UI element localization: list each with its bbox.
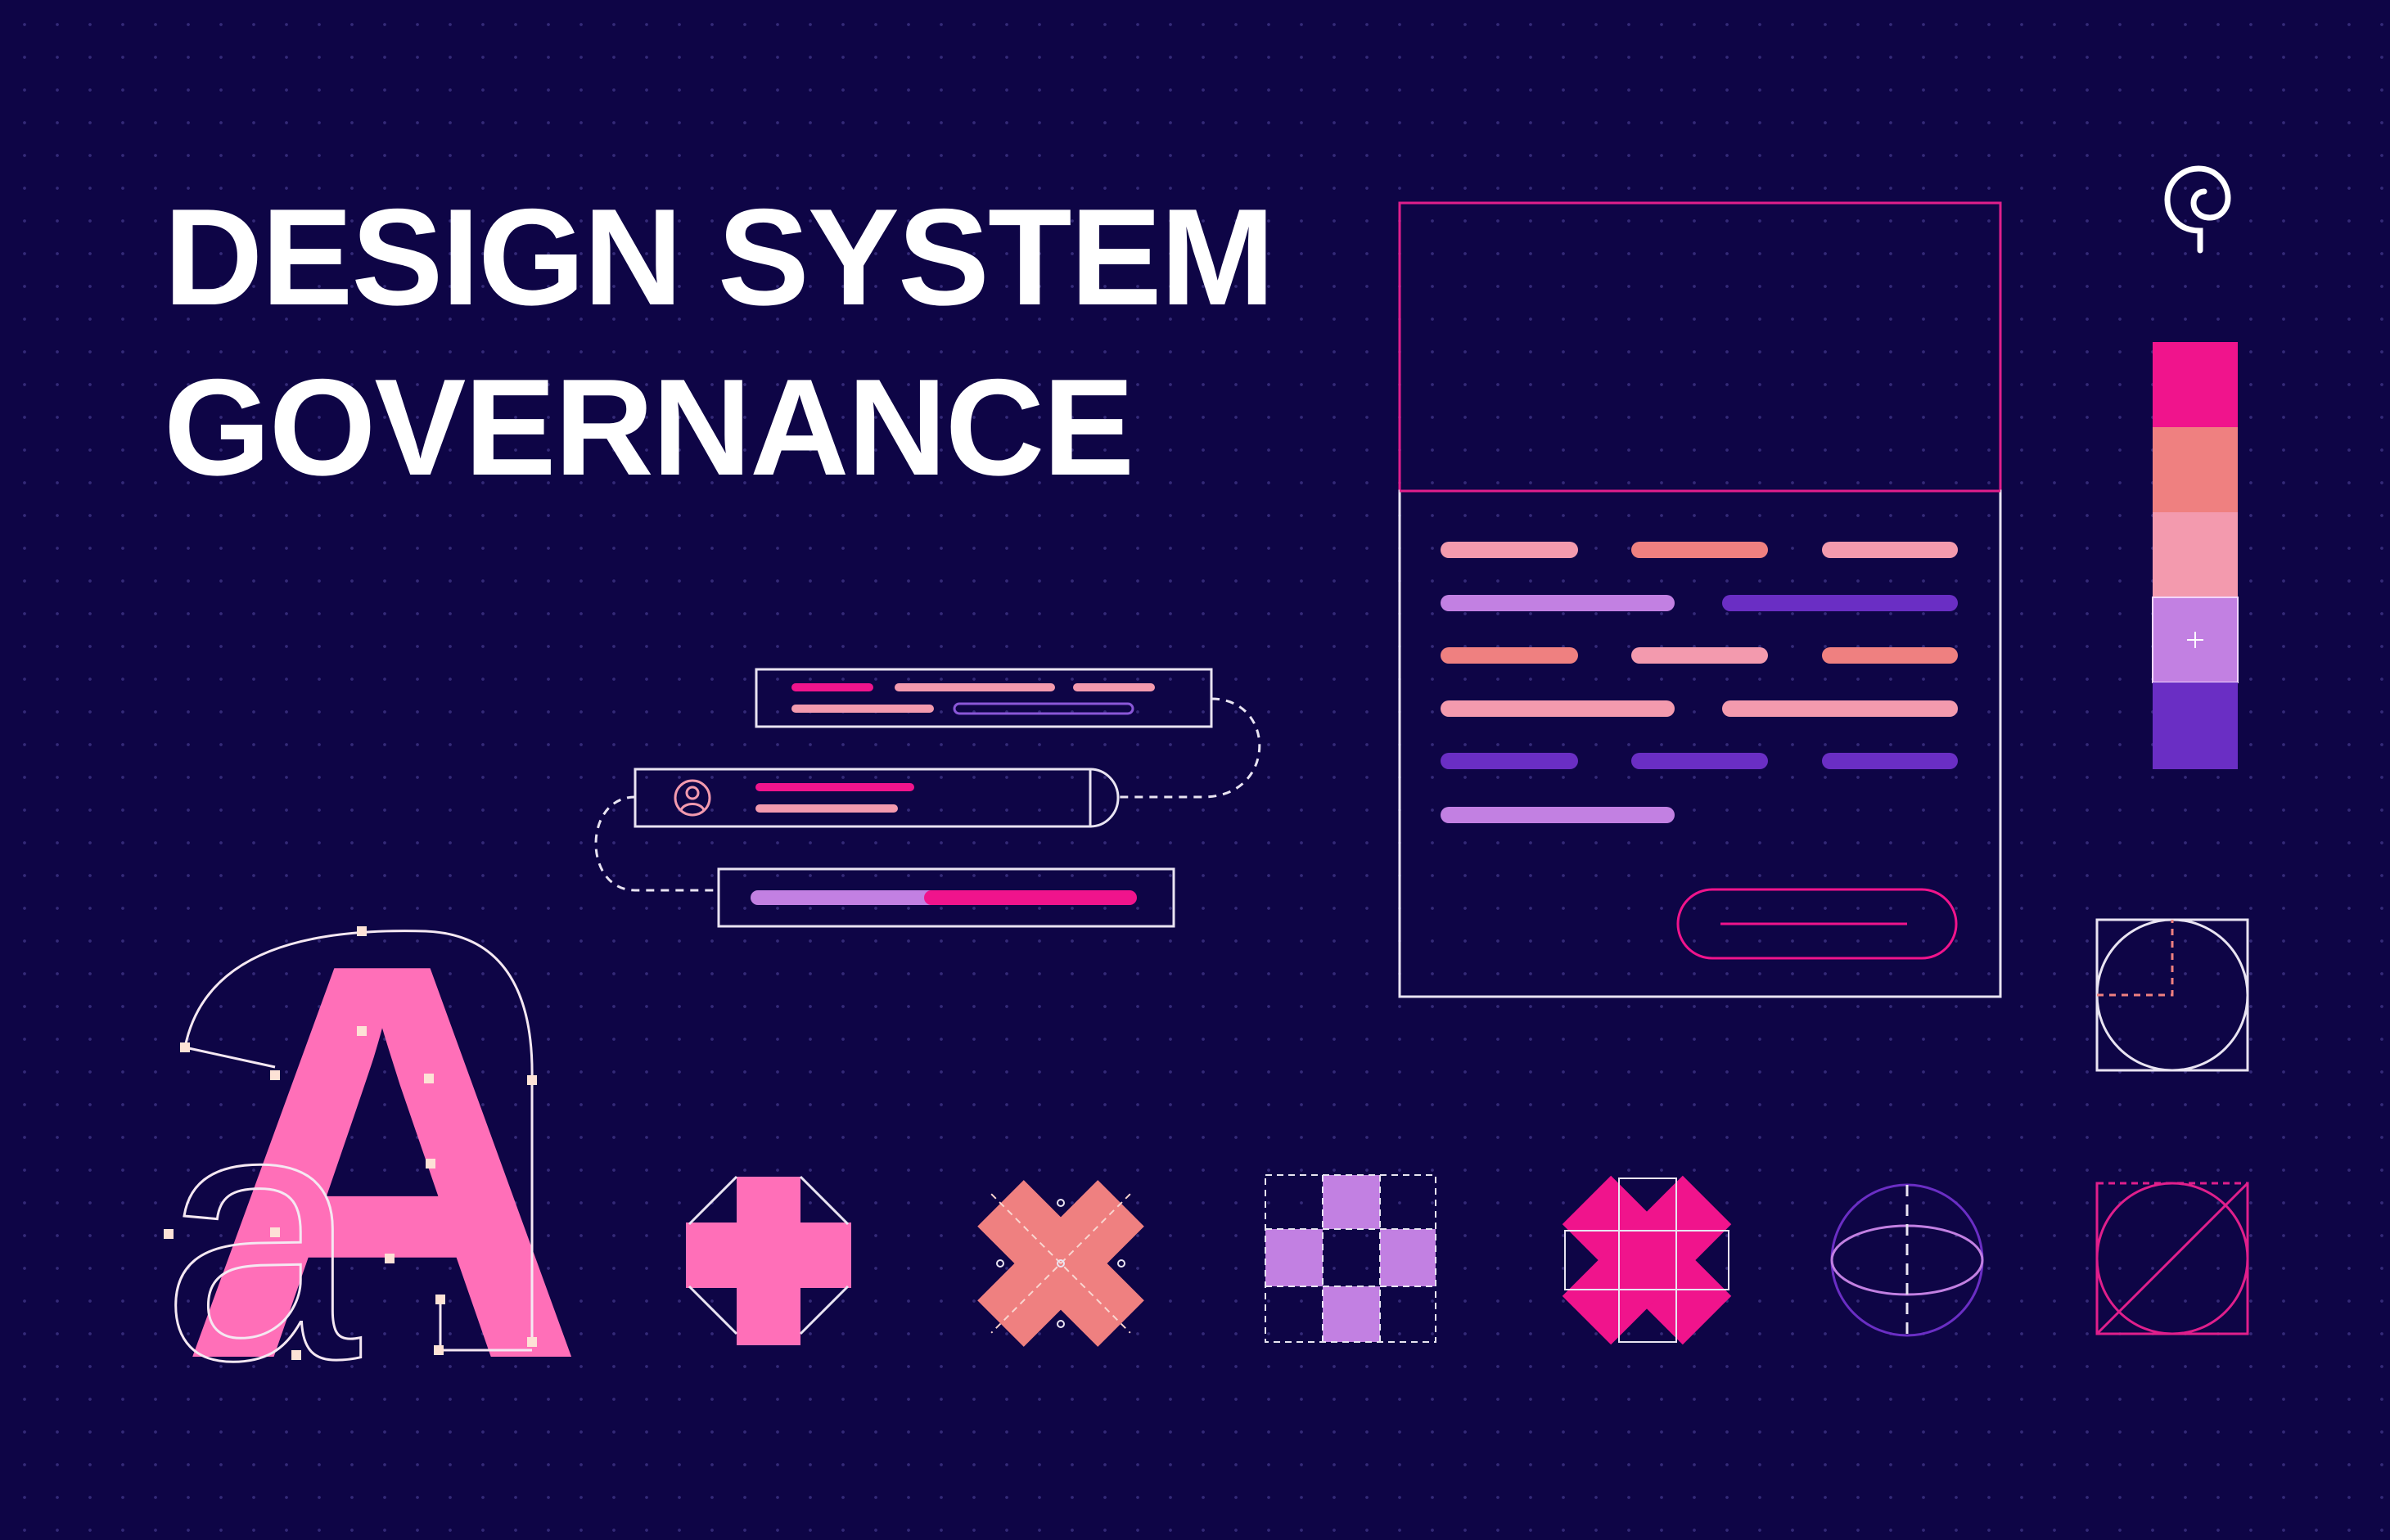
user-avatar-icon xyxy=(674,779,711,817)
card-button-outline xyxy=(1676,888,1958,960)
component-row-2 xyxy=(634,768,1092,828)
checker-grid-icon xyxy=(1265,1174,1436,1343)
card-wireframe xyxy=(1398,201,2002,998)
sphere-icon xyxy=(1830,1183,1984,1337)
diagonal-circle-icon xyxy=(2095,1182,2249,1335)
plus-icon xyxy=(2187,632,2203,648)
plus-shape-icon xyxy=(686,1175,851,1345)
star-cross-icon xyxy=(1562,1175,1732,1345)
swatch-light-pink xyxy=(2153,512,2238,597)
specimen-glyph-upper: A xyxy=(178,846,586,1477)
title-line-1: DESIGN SYSTEM xyxy=(164,180,1275,334)
title-line-2: GOVERNANCE xyxy=(164,350,1134,504)
swatch-hot-pink xyxy=(2153,342,2238,427)
component-flow xyxy=(594,668,1261,928)
x-shape-icon xyxy=(977,1180,1144,1347)
swatch-coral xyxy=(2153,427,2238,512)
spiral-logo-icon xyxy=(2164,165,2231,254)
specimen-glyph-lower: a xyxy=(160,1033,363,1435)
color-palette xyxy=(2152,342,2239,769)
component-row-3 xyxy=(717,867,1175,928)
type-specimen: A a xyxy=(160,846,587,1477)
swatch-purple xyxy=(2153,682,2238,769)
page-title: DESIGN SYSTEM GOVERNANCE xyxy=(164,172,1275,512)
circle-square-icon xyxy=(2095,918,2249,1072)
component-row-1 xyxy=(755,668,1213,728)
